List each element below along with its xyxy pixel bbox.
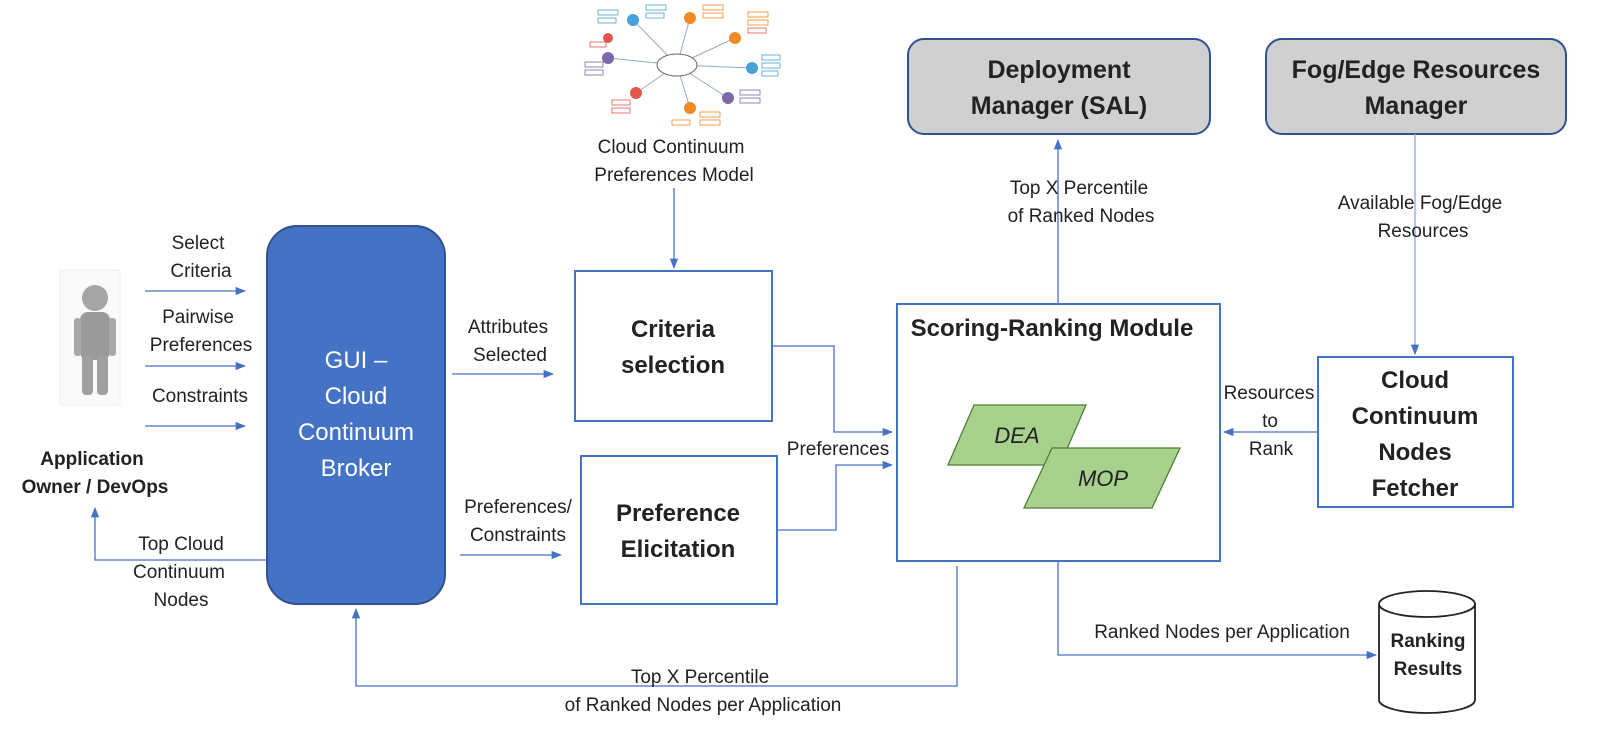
dea-label: DEA: [994, 423, 1039, 448]
deployment-manager-title: Deployment: [987, 56, 1131, 84]
mop-method-shape: [1022, 447, 1182, 509]
edge-label: Selected: [473, 345, 547, 366]
scoring-ranking-title: Scoring-Ranking Module: [911, 315, 1194, 342]
edge-label: Preferences: [787, 439, 889, 460]
fog-edge-manager-title: Fog/Edge Resources: [1292, 56, 1541, 84]
model-label: Preferences Model: [594, 165, 753, 186]
edge-label: Pairwise: [162, 307, 234, 328]
preference-elicitation-title: Elicitation: [621, 536, 736, 563]
edge-label: Select: [172, 233, 226, 254]
scoring-to-results-arrow: [1057, 561, 1378, 660]
gui-broker-label: Cloud: [325, 383, 388, 410]
scoring-to-gui-arrow: [351, 566, 958, 687]
mop-label: MOP: [1078, 466, 1128, 491]
edge-label: of Ranked Nodes per Application: [565, 695, 842, 716]
edge-label: Ranked Nodes per Application: [1094, 622, 1350, 643]
mindmap-graph-icon: [584, 4, 781, 126]
edge-label: Constraints: [152, 386, 248, 407]
nodes-fetcher-title: Cloud: [1381, 367, 1449, 394]
nodes-fetcher-box[interactable]: [1317, 356, 1514, 508]
edge-label: Available Fog/Edge: [1338, 193, 1502, 214]
nodes-fetcher-title: Nodes: [1378, 439, 1451, 466]
gui-broker-label: GUI –: [325, 347, 388, 374]
edge-label: Top X Percentile: [1010, 178, 1148, 199]
edge-label: Criteria: [170, 261, 232, 282]
elicitation-to-scoring-arrow: [777, 460, 894, 531]
edge-label: Resources: [1224, 383, 1315, 404]
nodes-fetcher-title: Continuum: [1352, 403, 1479, 430]
database-cylinder-icon: [1378, 590, 1476, 714]
gui-broker-box[interactable]: [266, 225, 446, 605]
edge-label: Preferences: [150, 335, 252, 356]
actor-label: Owner / DevOps: [22, 477, 169, 498]
criteria-to-scoring-arrow: [772, 345, 894, 437]
deployment-manager-box[interactable]: [907, 38, 1211, 135]
preference-elicitation-title: Preference: [616, 500, 740, 527]
ranking-results-title: Ranking: [1391, 631, 1466, 652]
edge-label: Nodes: [154, 590, 209, 611]
actor-label: Application: [40, 449, 143, 470]
preference-elicitation-box[interactable]: [580, 455, 778, 605]
edge-label: Top X Percentile: [631, 667, 769, 688]
edge-label: Rank: [1249, 439, 1294, 460]
criteria-selection-title: selection: [621, 352, 725, 379]
fog-edge-manager-box[interactable]: [1265, 38, 1567, 135]
person-icon: [59, 269, 121, 406]
top-nodes-return-arrow: [90, 506, 267, 561]
edge-label: Constraints: [470, 525, 566, 546]
nodes-fetcher-title: Fetcher: [1372, 475, 1459, 502]
edge-label: Resources: [1378, 221, 1469, 242]
deployment-manager-title: Manager (SAL): [971, 92, 1147, 120]
edge-label: Attributes: [468, 317, 548, 338]
edge-label: Top Cloud: [138, 534, 224, 555]
model-label: Cloud Continuum: [598, 137, 745, 158]
criteria-selection-title: Criteria: [631, 316, 716, 343]
edge-label: of Ranked Nodes: [1008, 206, 1155, 227]
fog-edge-manager-title: Manager: [1365, 92, 1468, 120]
gui-broker-label: Broker: [321, 455, 392, 482]
edge-label: to: [1262, 411, 1278, 432]
criteria-selection-box[interactable]: [574, 270, 773, 422]
ranking-results-title: Results: [1394, 659, 1463, 680]
edge-label: Continuum: [133, 562, 225, 583]
gui-broker-label: Continuum: [298, 419, 414, 446]
edge-label: Preferences/: [464, 497, 572, 518]
